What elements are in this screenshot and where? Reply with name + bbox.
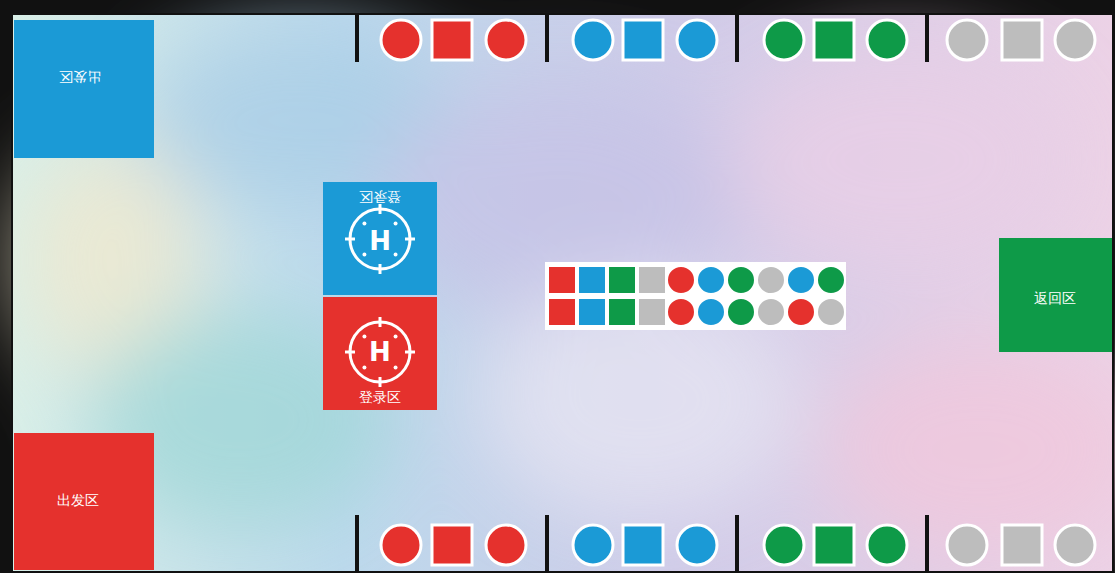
token-circle <box>667 266 695 294</box>
helipad-dot <box>362 253 366 257</box>
helipad-tick <box>405 351 415 354</box>
separator-bar <box>735 515 739 573</box>
token-circle <box>697 266 725 294</box>
token-square <box>432 525 472 565</box>
token-circle <box>697 298 725 326</box>
token-circle <box>867 525 907 565</box>
token-square <box>608 266 636 294</box>
login-zone: 登录区 H <box>323 182 437 295</box>
swirl-texture <box>20 30 1115 560</box>
separator-bar <box>355 515 359 573</box>
token-circle <box>1055 525 1095 565</box>
zone-label: 出发区 <box>59 69 101 86</box>
separator-bar <box>355 14 359 62</box>
token-circle <box>757 298 785 326</box>
login-zone: H 登录区 <box>323 297 437 410</box>
token-circle <box>677 525 717 565</box>
helipad-tick <box>379 264 382 274</box>
helipad-tick <box>345 238 355 241</box>
token-circle <box>867 20 907 60</box>
helipad-dot <box>394 253 398 257</box>
token-circle <box>381 20 421 60</box>
helipad-ring <box>350 209 410 269</box>
helipad-dot <box>362 334 366 338</box>
swirl <box>730 50 1070 270</box>
start-zone: 出发区 <box>14 20 154 158</box>
token-circle <box>787 266 815 294</box>
helipad-dot <box>394 221 398 225</box>
token-circle <box>757 266 785 294</box>
helipad-letter: H <box>369 226 391 252</box>
token-circle <box>817 266 845 294</box>
return-zone: 返回区 <box>999 238 1112 352</box>
helipad-tick <box>379 377 382 387</box>
helipad-letter: H <box>369 339 391 365</box>
token-square <box>623 20 663 60</box>
token-circle <box>817 298 845 326</box>
token-circle <box>947 20 987 60</box>
token-circle <box>727 266 755 294</box>
separator-bar <box>545 515 549 573</box>
token-square <box>814 20 854 60</box>
top-tokens <box>381 20 1095 60</box>
zone-label: 登录区 <box>359 189 401 206</box>
token-circle <box>677 20 717 60</box>
token-square <box>578 266 606 294</box>
store-tokens <box>548 266 845 326</box>
token-square <box>548 298 576 326</box>
zone-label: 出发区 <box>57 492 99 509</box>
helipad-dot <box>394 334 398 338</box>
token-square <box>578 298 606 326</box>
start-zone: 出发区 <box>14 433 154 570</box>
helipad-dot <box>394 366 398 370</box>
helipad-tick <box>379 317 382 327</box>
token-circle <box>1055 20 1095 60</box>
token-circle <box>764 20 804 60</box>
swirl <box>480 280 800 520</box>
helipad-dot <box>362 366 366 370</box>
token-circle <box>381 525 421 565</box>
token-square <box>638 266 666 294</box>
token-circle <box>486 20 526 60</box>
separator-bar <box>545 14 549 62</box>
token-square <box>548 266 576 294</box>
bottom-tokens <box>381 525 1095 565</box>
separator-bar <box>925 515 929 573</box>
token-circle <box>667 298 695 326</box>
helipad-tick <box>379 204 382 214</box>
token-store <box>545 262 846 330</box>
separators <box>355 14 929 573</box>
token-circle <box>486 525 526 565</box>
zone-label: 登录区 <box>359 389 401 406</box>
helipad-ring <box>350 322 410 382</box>
token-square <box>814 525 854 565</box>
field-border <box>12 14 1113 572</box>
token-square <box>432 20 472 60</box>
separator-bar <box>735 14 739 62</box>
helipad-symbol <box>345 317 415 387</box>
token-square <box>623 525 663 565</box>
token-circle <box>573 20 613 60</box>
token-circle <box>947 525 987 565</box>
zone-label: 返回区 <box>1034 290 1076 307</box>
token-square <box>1002 20 1042 60</box>
helipad-tick <box>405 238 415 241</box>
token-square <box>638 298 666 326</box>
helipad-symbol <box>345 204 415 274</box>
token-square <box>608 298 636 326</box>
helipad-dot <box>362 221 366 225</box>
token-circle <box>764 525 804 565</box>
token-circle <box>573 525 613 565</box>
token-circle <box>787 298 815 326</box>
token-circle <box>727 298 755 326</box>
separator-bar <box>925 14 929 62</box>
helipad-tick <box>345 351 355 354</box>
token-square <box>1002 525 1042 565</box>
